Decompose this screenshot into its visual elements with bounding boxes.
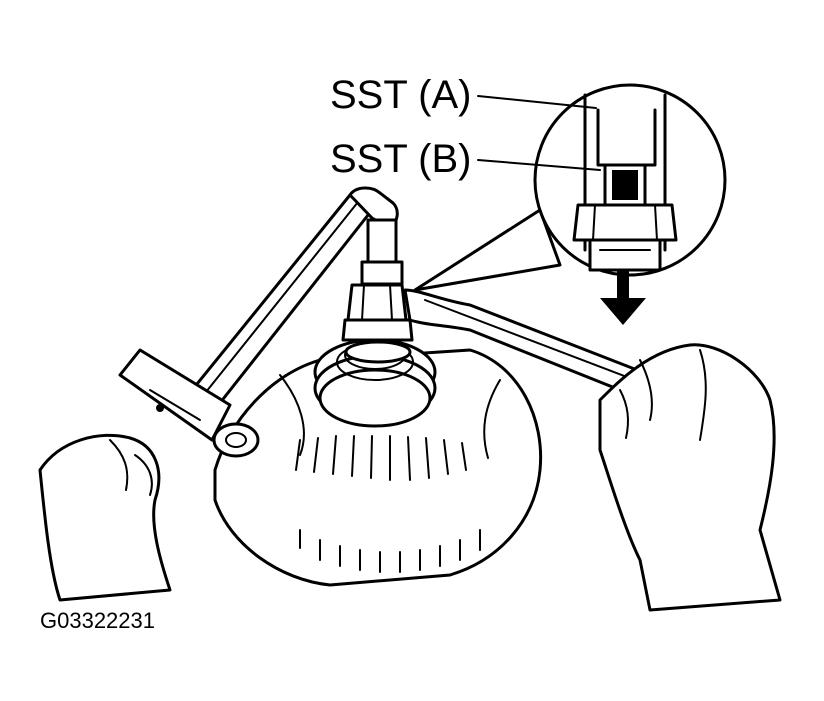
shaft-nuts [341, 283, 414, 364]
figure-code: G03322231 [40, 608, 155, 633]
arrow-down-icon [600, 270, 646, 325]
left-hand [38, 433, 172, 602]
alternator [212, 348, 543, 587]
label-sst-a: SST (A) [330, 73, 472, 117]
right-hand [598, 343, 782, 612]
label-sst-b: SST (B) [330, 137, 472, 181]
leader-line-sst-b [477, 159, 601, 171]
holding-wrench [118, 186, 404, 442]
detail-callout [413, 83, 727, 292]
leader-line-sst-a [477, 95, 597, 109]
